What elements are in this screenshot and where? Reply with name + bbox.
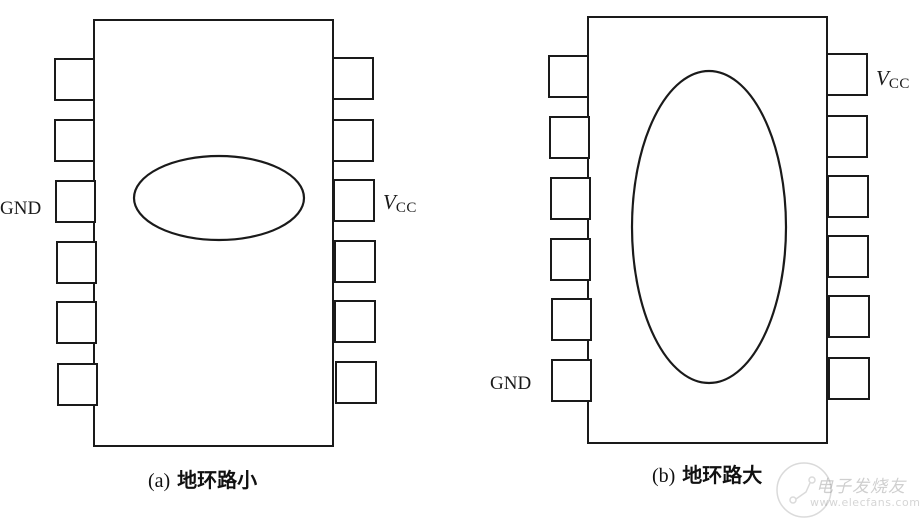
chip-a-left-pin-2 <box>54 119 95 162</box>
chip-a-caption-text: 地环路小 <box>177 468 258 492</box>
chip-a-right-pin-1 <box>332 57 374 100</box>
chip-a-right-pin-6 <box>335 361 377 404</box>
chip-b-right-pin-6 <box>828 357 870 400</box>
chip-a-ground-loop <box>132 154 306 242</box>
watermark-logo-icon <box>776 462 832 518</box>
chip-a-caption-label: (a) <box>148 470 171 492</box>
chip-b-left-pin-5 <box>551 298 592 341</box>
chip-b-vcc-main: V <box>876 66 889 90</box>
chip-b-right-pin-2 <box>826 115 868 158</box>
watermark: 电子发烧友 www.elecfans.com <box>770 468 920 518</box>
chip-a-left-pin-5 <box>56 301 97 344</box>
chip-b <box>548 16 870 444</box>
chip-b-gnd-label: GND <box>490 373 532 394</box>
chip-a-right-pin-5 <box>334 300 376 343</box>
chip-b-left-pin-6-gnd <box>551 359 592 402</box>
chip-b-caption: (b) 地环路大 <box>652 465 762 486</box>
chip-a-right-pin-4 <box>334 240 376 283</box>
chip-a-vcc-main: V <box>383 190 396 214</box>
chip-a-gnd-label: GND <box>0 198 42 219</box>
chip-a-left-pin-3-gnd <box>55 180 96 223</box>
chip-a-caption: (a) 地环路小 <box>148 470 257 491</box>
chip-b-caption-label: (b) <box>652 465 676 487</box>
chip-b-vcc-sub: CC <box>888 76 910 92</box>
chip-b-caption-text: 地环路大 <box>682 463 763 487</box>
chip-a-body <box>93 19 334 447</box>
chip-a-right-pin-2 <box>332 119 374 162</box>
chip-b-vcc-label: VCC <box>876 68 910 92</box>
chip-b-body <box>587 16 828 444</box>
chip-b-left-pin-3 <box>550 177 591 220</box>
watermark-title: 电子发烧友 <box>816 477 906 497</box>
chip-b-left-pin-1 <box>548 55 589 98</box>
chip-b-right-pin-3 <box>827 175 869 218</box>
chip-b-left-pin-2 <box>549 116 590 159</box>
chip-a-left-pin-4 <box>56 241 97 284</box>
chip-a-left-pin-1 <box>54 58 95 101</box>
chip-b-right-pin-4 <box>827 235 869 278</box>
chip-b-ground-loop <box>630 69 788 385</box>
chip-a-vcc-label: VCC <box>383 192 417 216</box>
chip-b-right-pin-5 <box>828 295 870 338</box>
chip-a-left-pin-6 <box>57 363 98 406</box>
chip-b-left-pin-4 <box>550 238 591 281</box>
chip-a <box>54 19 377 447</box>
chip-a-right-pin-3-vcc <box>333 179 375 222</box>
watermark-url: www.elecfans.com <box>810 496 921 509</box>
chip-b-right-pin-1-vcc <box>826 53 868 96</box>
chip-a-vcc-sub: CC <box>395 200 417 216</box>
